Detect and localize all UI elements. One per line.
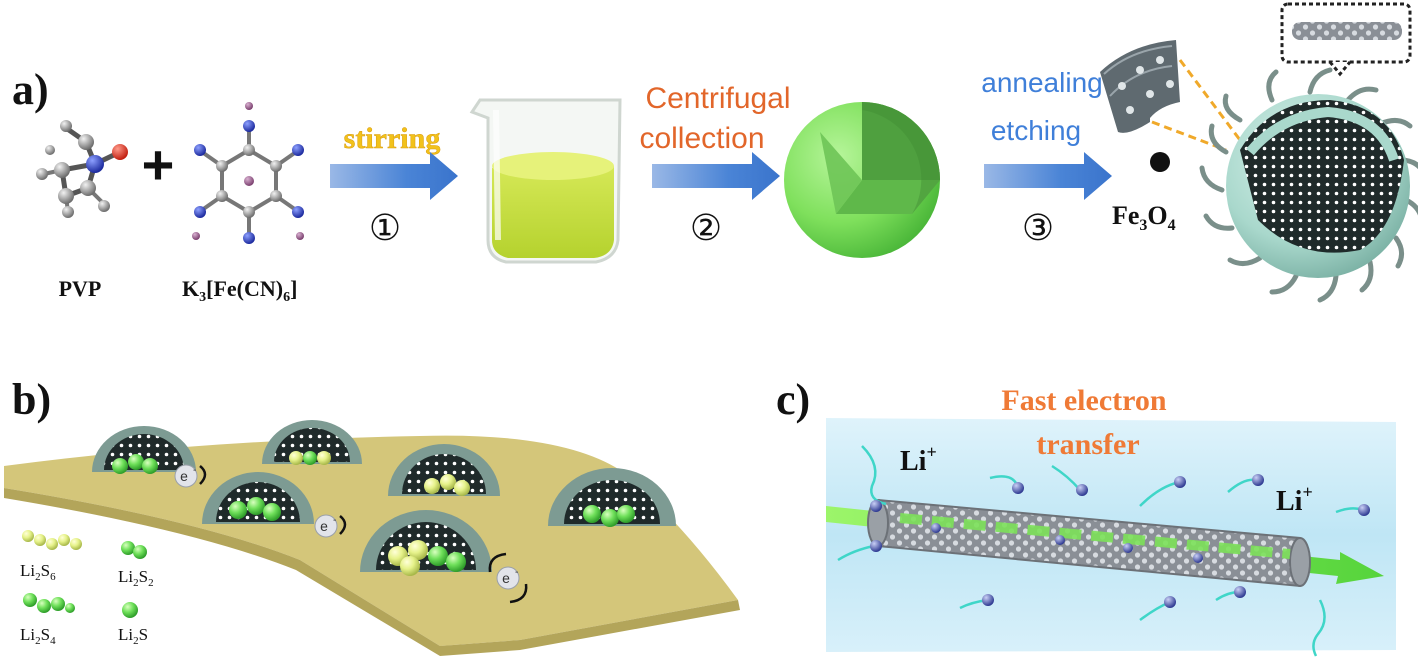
hollow-shell-icon [1199,67,1418,303]
hemisphere-shell-4 [388,444,500,496]
pvp-label: PVP [59,276,102,301]
hemisphere-shell-1 [92,426,196,474]
step1-number: ① [369,207,401,248]
pvp-molecule-icon [36,120,128,218]
legend-li2s4-icon [23,593,75,613]
panel-a: a) PVP + [12,2,1418,305]
hemisphere-shell-3 [202,472,314,524]
step2-arrow [652,152,780,200]
panel-c-label: c) [776,375,810,424]
electron-marker-1: e - [174,464,207,488]
carbon-nanotube-icon [867,498,1311,588]
green-sphere-icon [784,102,940,258]
electron-marker-2: e - [314,514,347,538]
polysulfide-legend: Li2S6 Li2S2 Li2S4 Li2S [20,530,154,647]
step3-arrow [984,152,1112,200]
step3-label-line2: etching [991,115,1081,146]
legend-li2s-icon [122,602,138,618]
nanotube-inset-icon [1280,2,1412,77]
step1-label: stirring [344,122,441,155]
step3-number: ③ [1022,207,1054,248]
cathode-substrate-edge [4,488,740,656]
legend-li2s2-icon [121,541,147,559]
step2-label-line1: Centrifugal [645,82,790,115]
fe3o4-label: Fe3O4 [1112,201,1176,234]
ferricyanide-molecule-icon [192,102,304,244]
svg-text:e: e [320,518,328,534]
legend-li2s-label: Li2S [118,625,148,647]
hemisphere-shell-2 [262,420,362,465]
panel-c-title-line2: transfer [1036,428,1139,461]
svg-text:-: - [193,465,196,476]
step2-label-line2: collection [639,122,764,155]
li-ion-label-left: Li+ [900,442,937,477]
shell-fragment-zoom-icon [1100,40,1180,133]
panel-c-title-line1: Fast electron [1001,384,1167,417]
svg-text:-: - [333,515,336,526]
step3-label-line1: annealing [981,67,1102,98]
plus-sign: + [142,133,175,196]
zoom-line-bottom [1151,120,1227,152]
li-ion-label-right: Li+ [1276,482,1313,517]
fe3o4-particle-icon [1150,152,1170,172]
panel-c: c) Fast electron transfer Li+ Li+ [776,375,1396,657]
beaker-icon [469,98,622,264]
zoom-line-top [1178,59,1242,141]
panel-b: b) [4,375,740,656]
svg-text:e: e [180,468,188,484]
legend-li2s4-label: Li2S4 [20,625,56,647]
legend-li2s2-label: Li2S2 [118,567,154,589]
li-ion-particles [837,445,1370,657]
svg-text:-: - [515,567,518,578]
hemisphere-shell-5 [360,510,492,576]
legend-li2s6-icon [22,530,82,550]
legend-li2s6-label: Li2S6 [20,561,56,583]
hemisphere-shell-6 [548,468,676,527]
step1-arrow [330,152,458,200]
svg-text:e: e [502,570,510,586]
step2-number: ② [690,207,722,248]
panel-b-label: b) [12,375,51,424]
ferricyanide-label: K3[Fe(CN)6] [182,276,297,305]
electron-marker-3: e - [488,552,528,604]
panel-a-label: a) [12,65,49,114]
